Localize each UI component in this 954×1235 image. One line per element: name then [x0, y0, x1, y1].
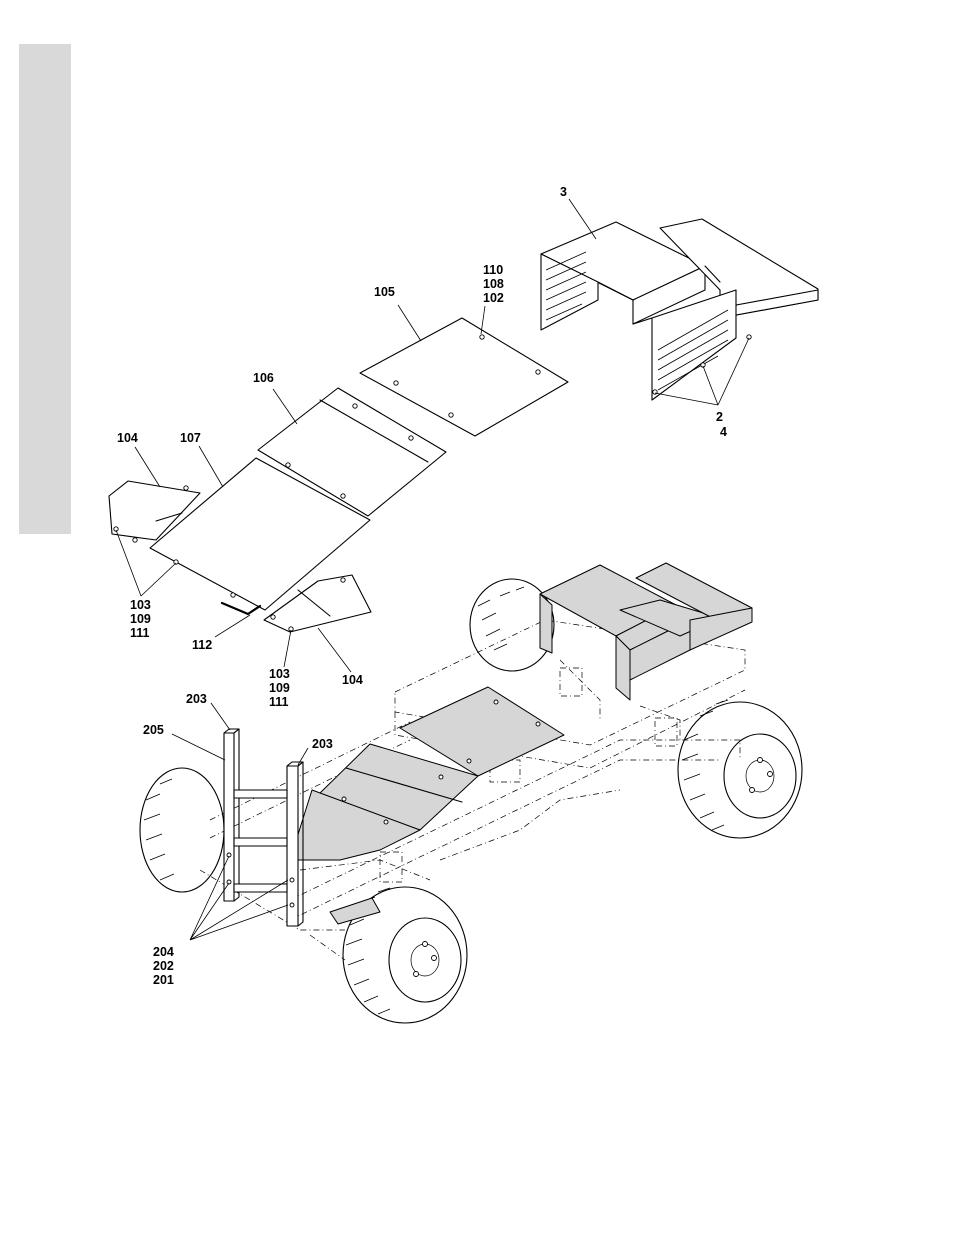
callout-110: 110	[483, 263, 503, 277]
callout-107: 107	[180, 431, 201, 445]
callout-105: 105	[374, 285, 395, 299]
callout-109-right: 109	[269, 681, 290, 695]
bolt-icon	[409, 436, 413, 440]
engine-cover	[541, 219, 818, 400]
callout-104-lower: 104	[342, 673, 363, 687]
floor-plate-105	[360, 318, 568, 436]
bolt-icon	[449, 413, 453, 417]
callout-102: 102	[483, 291, 504, 305]
callout-2: 2	[716, 410, 723, 424]
callout-3: 3	[560, 185, 567, 199]
callout-108: 108	[483, 277, 504, 291]
right-rear-wheel	[678, 700, 802, 838]
callout-201: 201	[153, 973, 174, 987]
bolt-icon	[341, 578, 345, 582]
bolt-icon	[271, 615, 275, 619]
callout-103-right: 103	[269, 667, 290, 681]
left-rear-wheel	[140, 768, 224, 892]
bolt-icon	[480, 335, 484, 339]
bolt-icon	[536, 370, 540, 374]
callout-204: 204	[153, 945, 174, 959]
bolt-icon	[353, 404, 357, 408]
bolt-icon	[341, 494, 345, 498]
bolt-icon	[133, 538, 137, 542]
ladder-assembly	[224, 729, 303, 926]
installed-engine-cover	[540, 563, 752, 700]
callout-111-left: 111	[130, 626, 150, 640]
callout-109-left: 109	[130, 612, 151, 626]
bolt-icon	[286, 463, 290, 467]
bolt-icon	[394, 381, 398, 385]
callout-202: 202	[153, 959, 174, 973]
callout-205: 205	[143, 723, 164, 737]
callout-203-right: 203	[312, 737, 333, 751]
callout-106: 106	[253, 371, 274, 385]
bolt-icon	[231, 593, 235, 597]
bolt-icon	[184, 486, 188, 490]
callout-112: 112	[192, 638, 212, 652]
callout-111-right: 111	[269, 695, 289, 709]
callout-4: 4	[720, 425, 727, 439]
callout-103-left: 103	[130, 598, 151, 612]
callout-203-left: 203	[186, 692, 207, 706]
callout-104-upper: 104	[117, 431, 138, 445]
installed-floor-plates	[290, 687, 564, 924]
